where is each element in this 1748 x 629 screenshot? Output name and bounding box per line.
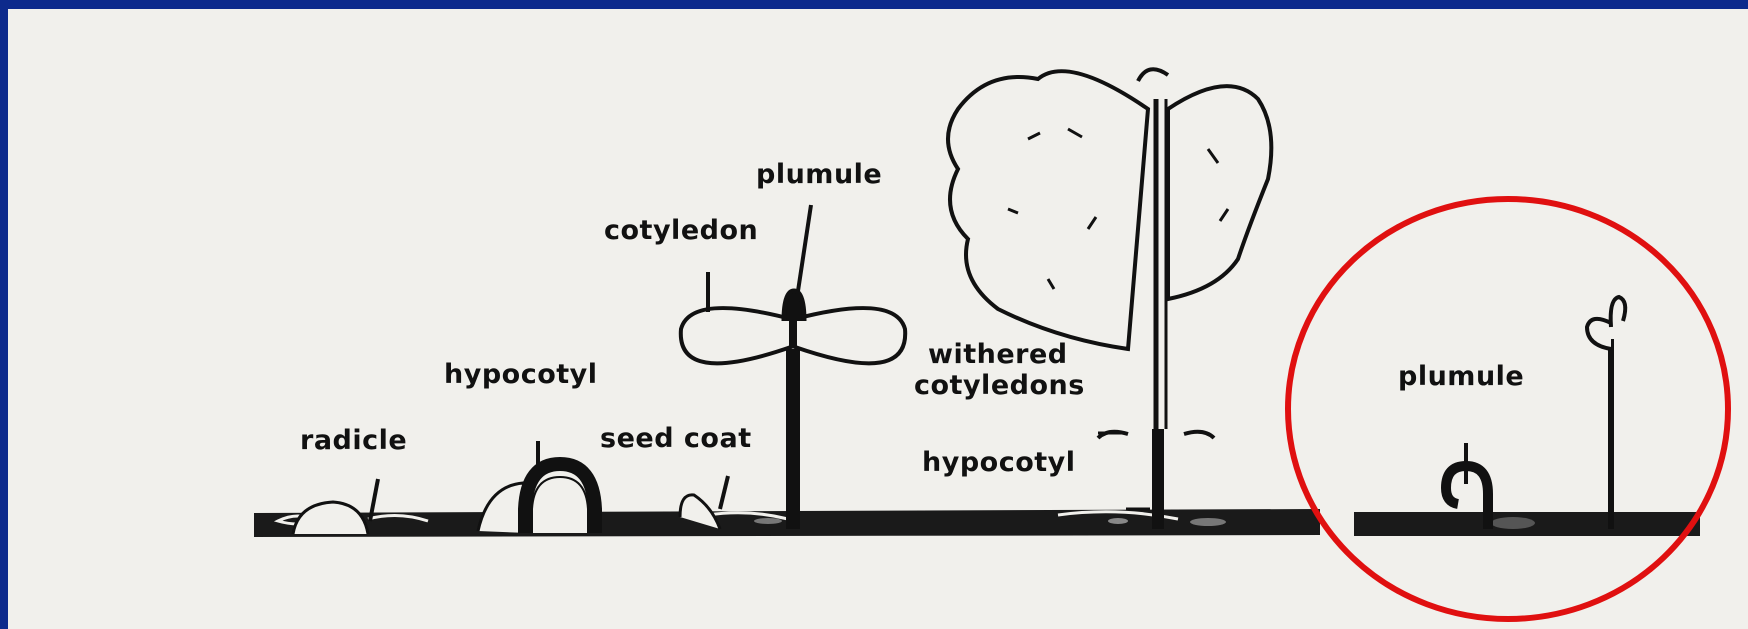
label-radicle: radicle bbox=[300, 427, 407, 454]
label-seed-coat: seed coat bbox=[600, 425, 752, 452]
label-plumule-inset: plumule bbox=[1398, 363, 1524, 390]
label-hypocotyl-stage2: hypocotyl bbox=[444, 361, 598, 388]
diagram-frame: radicle hypocotyl seed coat cotyledon pl… bbox=[8, 9, 1748, 629]
soil-line-inset bbox=[1354, 512, 1700, 536]
stage2-seedling bbox=[478, 441, 595, 533]
label-cotyledon: cotyledon bbox=[604, 217, 758, 244]
germination-drawing bbox=[8, 9, 1748, 629]
label-hypocotyl-stage4: hypocotyl bbox=[922, 449, 1076, 476]
label-withered-line2: cotyledons bbox=[914, 370, 1085, 401]
label-withered-cotyledons: withered cotyledons bbox=[914, 339, 1085, 401]
stage1-seed bbox=[293, 479, 378, 534]
stage3-seedling bbox=[681, 205, 905, 529]
inset-seedling-upright bbox=[1587, 297, 1625, 529]
label-withered-line1: withered bbox=[914, 339, 1085, 370]
highlight-circle bbox=[1288, 199, 1728, 619]
label-plumule-stage3: plumule bbox=[756, 161, 882, 188]
